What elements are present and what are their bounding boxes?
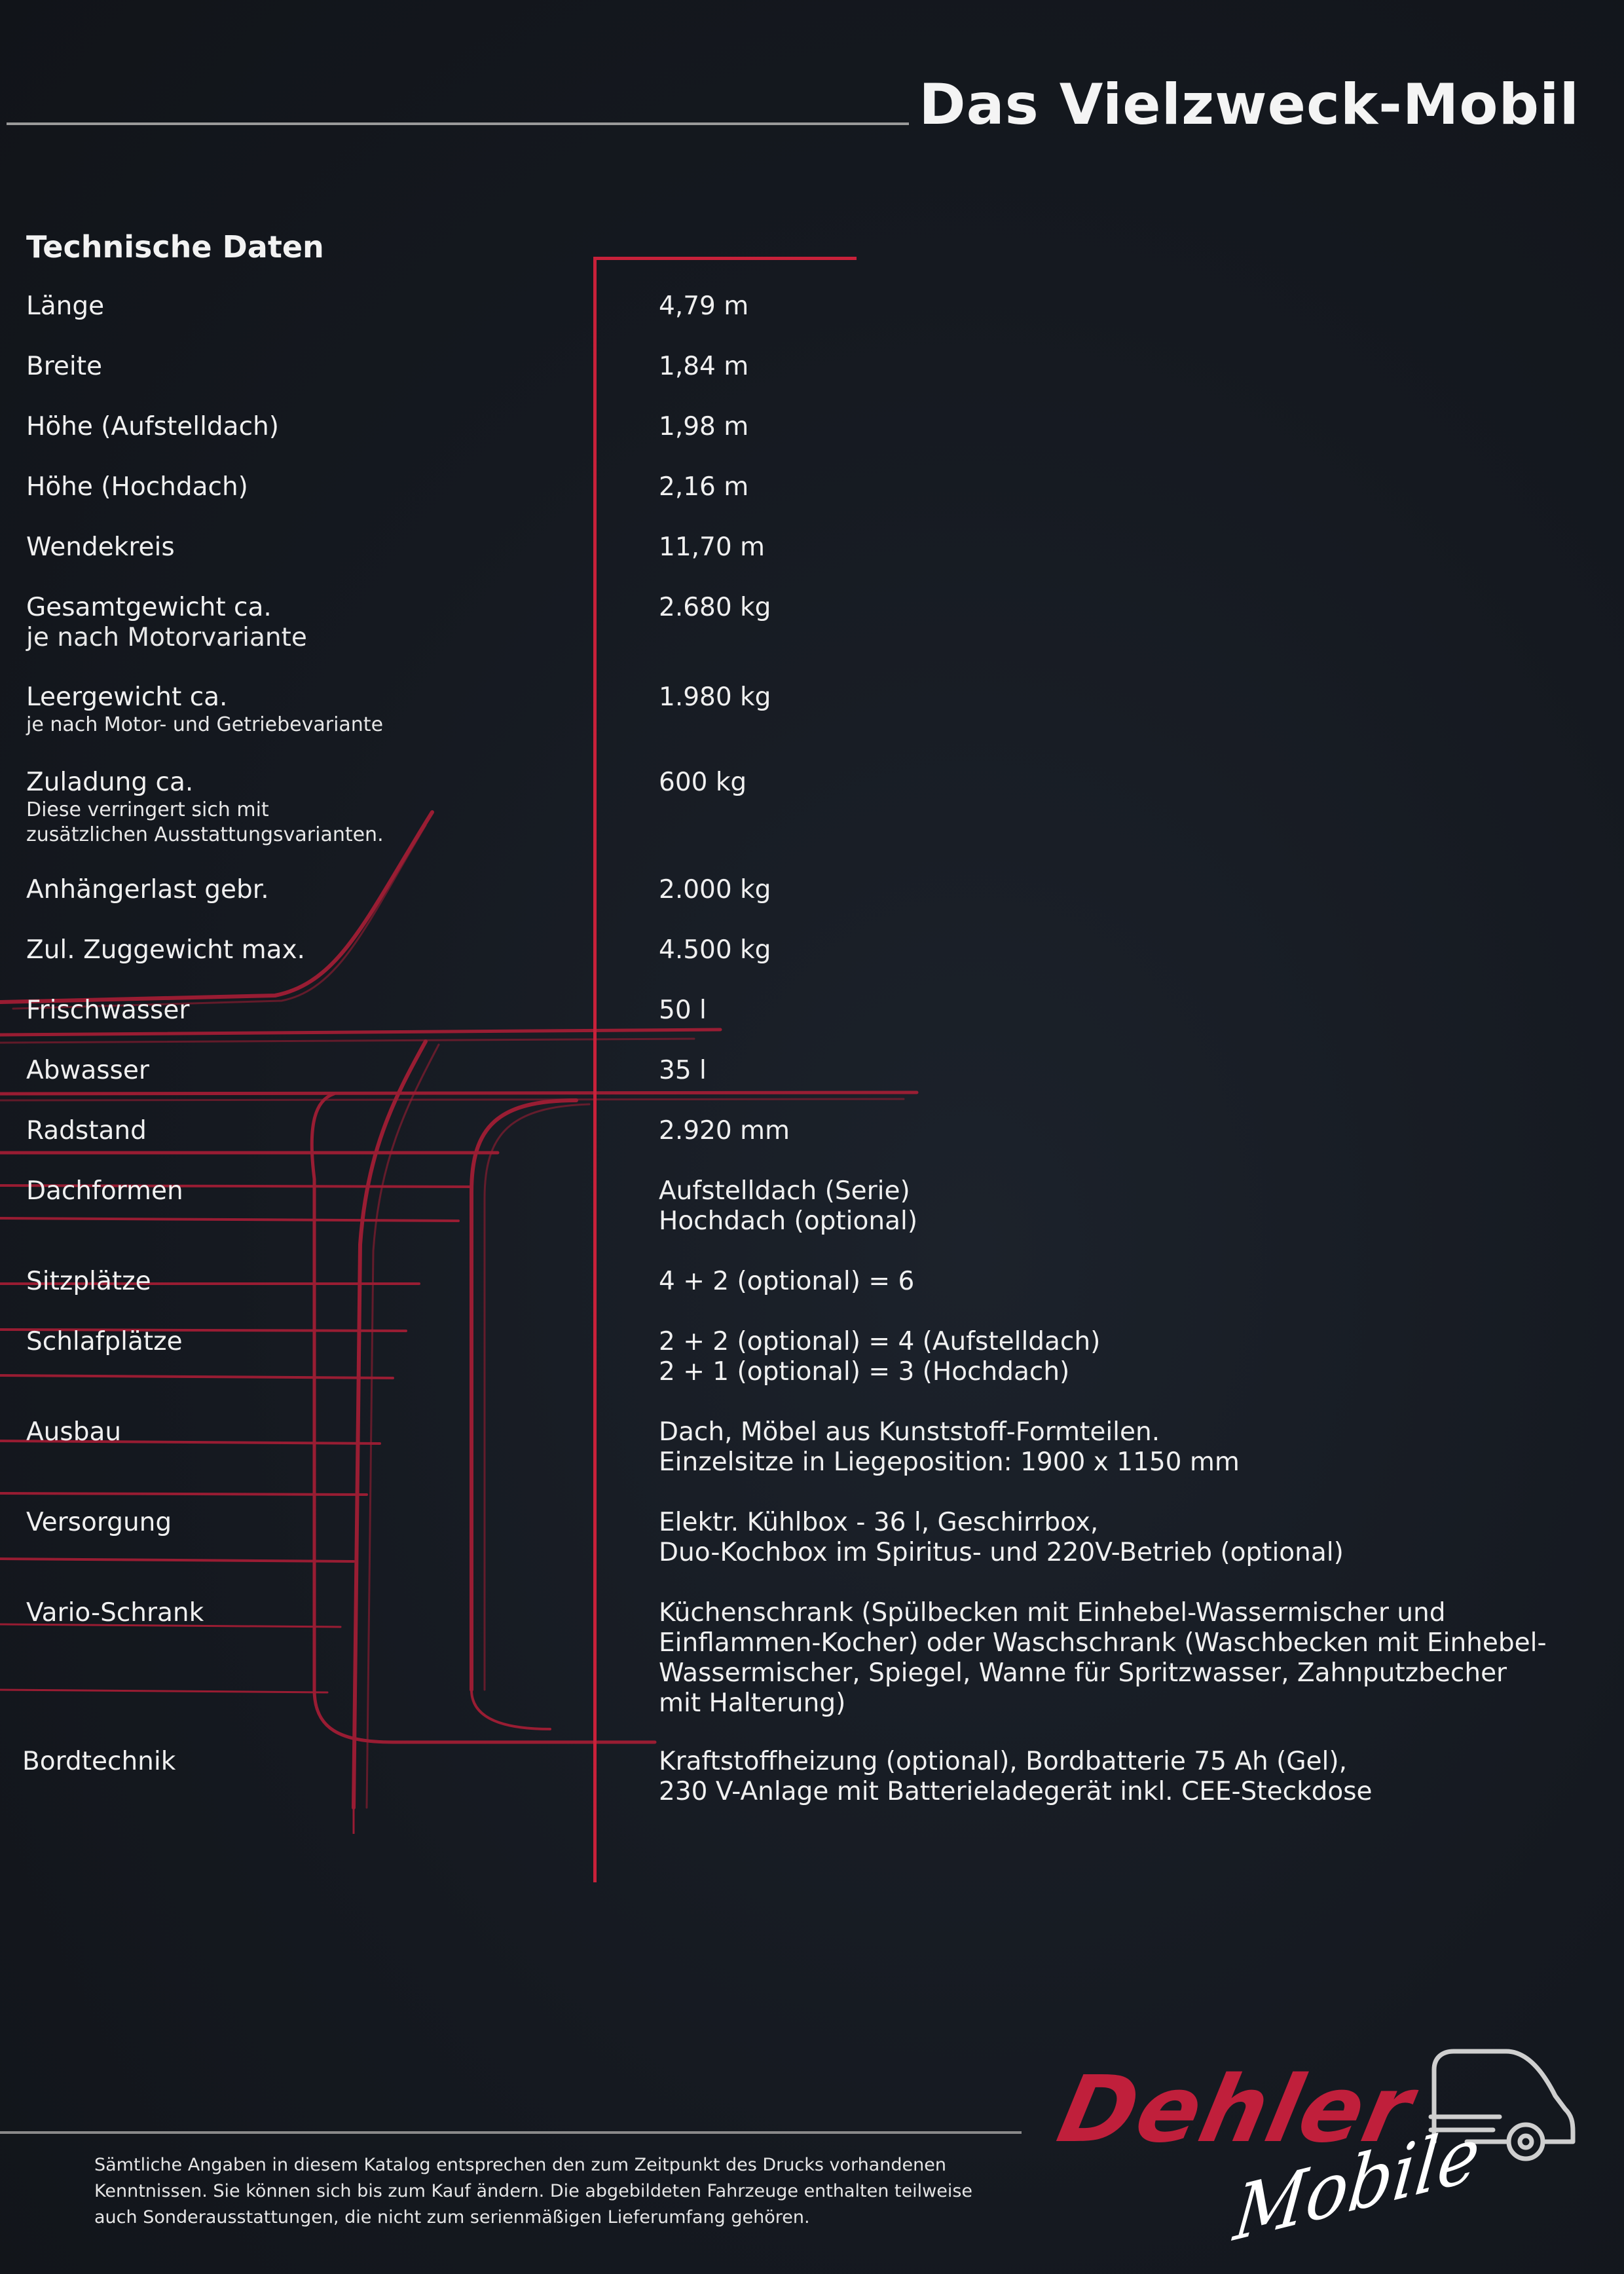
spec-label-note: je nach Motor- und Getriebevariante xyxy=(26,713,384,736)
spec-label: Leergewicht ca. je nach Motor- und Getri… xyxy=(26,682,576,737)
spec-value: Dach, Möbel aus Kunststoff-Formteilen. E… xyxy=(659,1417,1576,1478)
spec-value: Aufstelldach (Serie) Hochdach (optional) xyxy=(659,1176,1576,1237)
spec-value: 2.000 kg xyxy=(659,875,771,904)
spec-value-line: 2 + 2 (optional) = 4 (Aufstelldach) xyxy=(659,1327,1101,1356)
spec-label-text: Zuladung ca. xyxy=(26,768,194,797)
spec-label: Gesamtgewicht ca. je nach Motorvariante xyxy=(26,593,576,653)
page-title: Das Vielzweck-Mobil xyxy=(919,72,1579,138)
spec-value-line: 230 V-Anlage mit Batterieladegerät inkl.… xyxy=(659,1777,1373,1806)
spec-value: 50 l xyxy=(659,996,707,1025)
spec-label-note: zusätzlichen Ausstattungsvarianten. xyxy=(26,823,384,846)
spec-value: 35 l xyxy=(659,1056,707,1085)
dehler-mobile-logo: Dehler Mobile xyxy=(1041,2043,1578,2258)
spec-label: Zuladung ca. Diese verringert sich mit z… xyxy=(26,768,576,848)
disclaimer-line: auch Sonderausstattungen, die nicht zum … xyxy=(94,2207,810,2227)
spec-value-line: 2 + 1 (optional) = 3 (Hochdach) xyxy=(659,1357,1070,1387)
spec-value: Küchenschrank (Spülbecken mit Einhebel-W… xyxy=(659,1598,1576,1719)
spec-value-line: mit Halterung) xyxy=(659,1688,846,1718)
van-icon xyxy=(1428,2049,1576,2161)
spec-value-line: Aufstelldach (Serie) xyxy=(659,1176,910,1206)
spec-label: Breite xyxy=(26,352,103,381)
spec-value: 4.500 kg xyxy=(659,935,771,965)
spec-label-text: Gesamtgewicht ca. xyxy=(26,593,272,622)
spec-value-line: Duo-Kochbox im Spiritus- und 220V-Betrie… xyxy=(659,1538,1344,1567)
spec-label: Zul. Zuggewicht max. xyxy=(26,935,305,965)
spec-value-line: Einflammen-Kocher) oder Waschschrank (Wa… xyxy=(659,1628,1547,1658)
spec-value: 11,70 m xyxy=(659,532,766,562)
spec-label: Bordtechnik xyxy=(22,1747,176,1776)
spec-label: Radstand xyxy=(26,1116,147,1146)
spec-value: 1.980 kg xyxy=(659,682,771,712)
disclaimer-text: Sämtliche Angaben in diesem Katalog ents… xyxy=(94,2152,1024,2231)
spec-label: Dachformen xyxy=(26,1176,183,1206)
spec-label: Vario-Schrank xyxy=(26,1598,204,1628)
spec-label: Abwasser xyxy=(26,1056,149,1085)
spec-value: 4,79 m xyxy=(659,291,749,321)
spec-value-line: Elektr. Kühlbox - 36 l, Geschirrbox, xyxy=(659,1508,1099,1537)
bottom-rule xyxy=(0,2131,1022,2134)
spec-value-line: Kraftstoffheizung (optional), Bordbatter… xyxy=(659,1747,1347,1776)
spec-value: 2,16 m xyxy=(659,472,749,502)
spec-value-line: Küchenschrank (Spülbecken mit Einhebel-W… xyxy=(659,1598,1446,1628)
spec-value-line: Hochdach (optional) xyxy=(659,1206,918,1236)
spec-label-note: Diese verringert sich mit xyxy=(26,798,269,821)
spec-value: 4 + 2 (optional) = 6 xyxy=(659,1267,915,1296)
disclaimer-line: Kenntnissen. Sie können sich bis zum Kau… xyxy=(94,2181,973,2201)
spec-value-line: Dach, Möbel aus Kunststoff-Formteilen. xyxy=(659,1417,1160,1447)
accent-rule-vertical xyxy=(593,257,597,1882)
section-title: Technische Daten xyxy=(26,229,324,265)
spec-value-line: Wassermischer, Spiegel, Wanne für Spritz… xyxy=(659,1658,1507,1688)
spec-label: Ausbau xyxy=(26,1417,122,1447)
spec-label: Versorgung xyxy=(26,1508,172,1537)
spec-value: Kraftstoffheizung (optional), Bordbatter… xyxy=(659,1747,1576,1807)
spec-value: 600 kg xyxy=(659,768,747,797)
spec-label: Höhe (Hochdach) xyxy=(26,472,248,502)
spec-value: 2.680 kg xyxy=(659,593,771,622)
spec-label: Frischwasser xyxy=(26,996,190,1025)
disclaimer-line: Sämtliche Angaben in diesem Katalog ents… xyxy=(94,2155,946,2175)
spec-value-line: Einzelsitze in Liegeposition: 1900 x 115… xyxy=(659,1447,1240,1477)
spec-value: 2.920 mm xyxy=(659,1116,790,1146)
spec-label: Sitzplätze xyxy=(26,1267,151,1296)
interior-sketch-illustration xyxy=(0,810,919,1834)
spec-value: 1,98 m xyxy=(659,412,749,441)
spec-label: Wendekreis xyxy=(26,532,175,562)
top-rule xyxy=(7,122,909,125)
accent-rule-horizontal xyxy=(593,257,857,260)
spec-label: Höhe (Aufstelldach) xyxy=(26,412,279,441)
spec-label-note: je nach Motorvariante xyxy=(26,623,307,652)
spec-label: Schlafplätze xyxy=(26,1327,183,1356)
spec-label-text: Leergewicht ca. xyxy=(26,682,228,712)
spec-value: 2 + 2 (optional) = 4 (Aufstelldach) 2 + … xyxy=(659,1327,1576,1387)
spec-value: 1,84 m xyxy=(659,352,749,381)
spec-value: Elektr. Kühlbox - 36 l, Geschirrbox, Duo… xyxy=(659,1508,1576,1568)
spec-label: Anhängerlast gebr. xyxy=(26,875,269,904)
spec-label: Länge xyxy=(26,291,105,321)
